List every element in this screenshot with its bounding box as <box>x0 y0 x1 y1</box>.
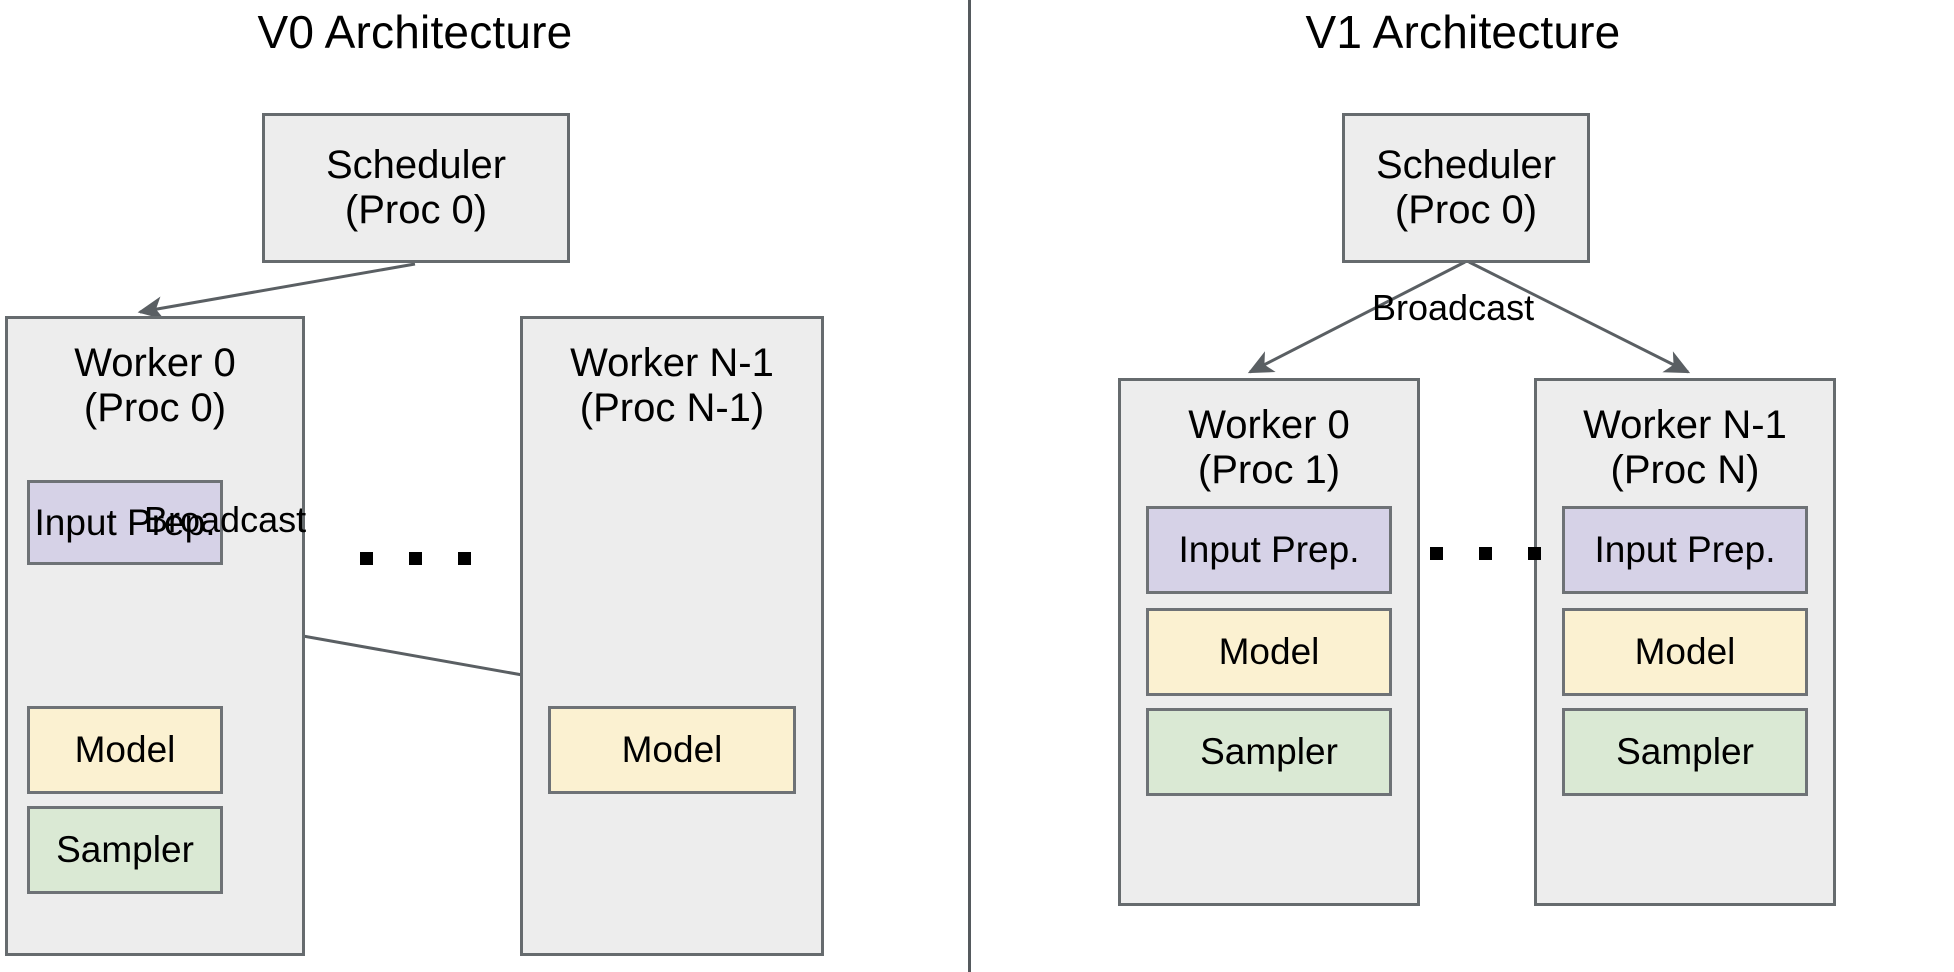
v0-worker-0-label-line2: (Proc 0) <box>83 386 227 430</box>
v1-worker-last-input-prep-label: Input Prep. <box>1594 529 1776 570</box>
v1-scheduler-box[interactable]: Scheduler (Proc 0) <box>1342 113 1590 263</box>
v1-architecture-panel: V1 Architecture Scheduler (Proc 0) Broad… <box>972 0 1954 972</box>
v1-scheduler-label-line1: Scheduler <box>1375 143 1557 187</box>
v1-ellipsis <box>1430 547 1541 560</box>
v1-worker-last-label-line1: Worker N-1 <box>1583 403 1787 447</box>
v1-panel-title: V1 Architecture <box>1305 6 1621 58</box>
v0-worker-0-input-prep-label: Input Prep. <box>34 501 216 543</box>
v1-worker-last-label-line2: (Proc N) <box>1610 448 1760 492</box>
v0-scheduler-label-line1: Scheduler <box>325 143 507 187</box>
v1-worker-last-sampler-box[interactable]: Sampler <box>1562 708 1808 796</box>
v1-worker-last-sampler-label: Sampler <box>1616 731 1754 772</box>
v0-worker-0-sampler-label: Sampler <box>56 829 194 870</box>
v0-scheduler-box[interactable]: Scheduler (Proc 0) <box>262 113 570 263</box>
v0-architecture-panel: V0 Architecture Scheduler (Proc 0) Worke… <box>0 0 970 972</box>
v1-worker-0-label-line2: (Proc 1) <box>1197 448 1341 492</box>
v1-worker-0-input-prep-label: Input Prep. <box>1178 529 1360 570</box>
v1-worker-0-sampler-label: Sampler <box>1200 731 1338 772</box>
v0-worker-0-model-label: Model <box>74 729 176 770</box>
v0-panel-title: V0 Architecture <box>257 6 573 58</box>
v1-scheduler-label-line2: (Proc 0) <box>1394 188 1538 232</box>
v0-scheduler-label-line2: (Proc 0) <box>344 188 488 232</box>
v1-worker-last-model-box[interactable]: Model <box>1562 608 1808 696</box>
v1-broadcast-label: Broadcast <box>1372 287 1535 328</box>
v0-worker-0-sampler-box[interactable]: Sampler <box>27 806 223 894</box>
v1-worker-0-input-prep-box[interactable]: Input Prep. <box>1146 506 1392 594</box>
v1-worker-0-model-box[interactable]: Model <box>1146 608 1392 696</box>
v0-worker-0-label-line1: Worker 0 <box>74 341 236 385</box>
v0-worker-0-input-prep-box[interactable]: Input Prep. <box>27 480 223 565</box>
v0-worker-last-label-line1: Worker N-1 <box>570 341 774 385</box>
v0-worker-last-label-line2: (Proc N-1) <box>579 386 765 430</box>
v0-worker-last-model-box[interactable]: Model <box>548 706 796 794</box>
v1-worker-0-label-line1: Worker 0 <box>1188 403 1350 447</box>
v0-worker-last-model-label: Model <box>621 729 723 770</box>
v0-worker-last-box[interactable]: Worker N-1 (Proc N-1) <box>520 316 824 956</box>
v1-worker-0-model-label: Model <box>1218 631 1320 672</box>
v1-worker-last-input-prep-box[interactable]: Input Prep. <box>1562 506 1808 594</box>
v0-broadcast-label: Broadcast <box>144 499 307 540</box>
v1-worker-last-model-label: Model <box>1634 631 1736 672</box>
panel-divider <box>968 0 971 972</box>
v1-worker-0-sampler-box[interactable]: Sampler <box>1146 708 1392 796</box>
v0-edge-scheduler-to-worker0 <box>137 262 416 320</box>
v0-ellipsis <box>360 552 471 565</box>
v0-worker-0-model-box[interactable]: Model <box>27 706 223 794</box>
